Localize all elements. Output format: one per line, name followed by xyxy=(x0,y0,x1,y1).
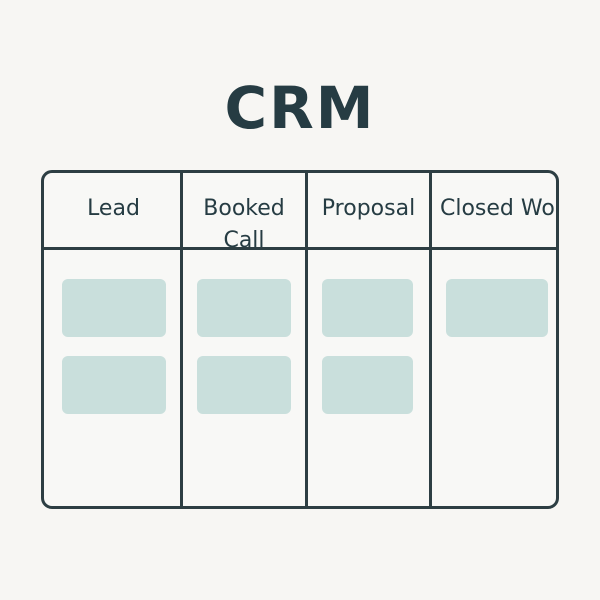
column-closed-won-title: Closed Won xyxy=(440,196,559,221)
column-lead: Lead xyxy=(44,173,183,506)
booked-call-card[interactable] xyxy=(197,279,291,337)
page-title: CRM xyxy=(224,74,376,142)
column-booked-call: Booked Call xyxy=(180,173,305,506)
column-closed-won-header: Closed Won xyxy=(432,173,559,250)
proposal-card[interactable] xyxy=(322,279,413,337)
column-lead-header: Lead xyxy=(44,173,183,250)
column-proposal-title: Proposal xyxy=(321,196,416,221)
closed-won-card[interactable] xyxy=(446,279,548,337)
column-booked-call-title-line2: Call xyxy=(223,228,265,250)
lead-card[interactable] xyxy=(62,356,166,414)
column-proposal-header: Proposal xyxy=(308,173,429,250)
column-booked-call-title: Booked Call xyxy=(203,193,285,250)
column-closed-won: Closed Won xyxy=(429,173,559,506)
column-lead-title: Lead xyxy=(87,196,140,221)
kanban-board: Lead Booked Call Proposal xyxy=(41,170,559,509)
booked-call-card[interactable] xyxy=(197,356,291,414)
column-proposal: Proposal xyxy=(305,173,429,506)
column-booked-call-header: Booked Call xyxy=(183,173,305,250)
proposal-card[interactable] xyxy=(322,356,413,414)
lead-card[interactable] xyxy=(62,279,166,337)
column-booked-call-title-line1: Booked xyxy=(203,196,285,221)
